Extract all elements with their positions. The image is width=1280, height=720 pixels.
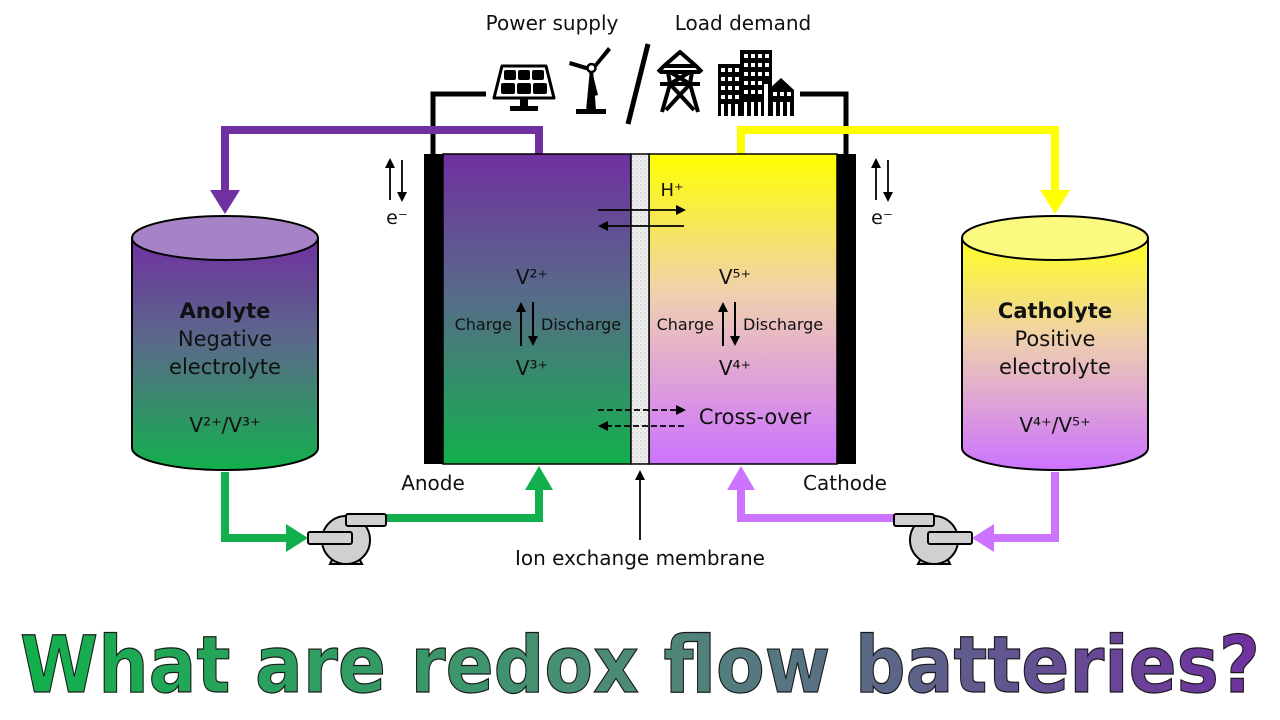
catholyte-return-pipe-to-pump bbox=[988, 472, 1059, 542]
power-pylon-icon bbox=[656, 50, 704, 113]
left-electron-label: e⁻ bbox=[386, 207, 408, 229]
membrane-label: Ion exchange membrane bbox=[515, 546, 765, 570]
anode-lower-species: V³⁺ bbox=[516, 356, 548, 380]
cathode-label: Cathode bbox=[803, 471, 887, 495]
cathode-upper-species: V⁵⁺ bbox=[719, 265, 751, 289]
power-supply-label: Power supply bbox=[486, 11, 619, 35]
anolyte-species: V²⁺/V³⁺ bbox=[189, 413, 260, 437]
load-demand-label: Load demand bbox=[675, 11, 811, 35]
proton-transfer-arrows bbox=[598, 205, 686, 231]
circuit-wire-left bbox=[430, 91, 486, 154]
anode-electrode bbox=[424, 154, 443, 464]
anode-charge-discharge-arrows bbox=[516, 302, 538, 346]
cathode-electrode bbox=[837, 154, 856, 464]
cathode-discharge-label: Discharge bbox=[743, 315, 823, 334]
anolyte-title: Anolyte bbox=[180, 299, 271, 323]
catholyte-return-pipe-to-cell bbox=[737, 484, 895, 522]
catholyte-outflow-arrowhead bbox=[1040, 190, 1070, 214]
anolyte-return-arrowhead-pump bbox=[286, 524, 308, 552]
circuit-wire-right bbox=[800, 91, 849, 154]
crossover-label: Cross-over bbox=[699, 405, 812, 429]
membrane-pointer-arrow bbox=[635, 470, 645, 540]
catholyte-pump-icon bbox=[893, 513, 973, 565]
headline-title: What are redox flow batteries? bbox=[20, 621, 1260, 711]
catholyte-outflow-pipe bbox=[737, 126, 1059, 196]
catholyte-return-arrowhead-pump bbox=[972, 524, 994, 552]
anode-label: Anode bbox=[401, 471, 465, 495]
proton-label: H⁺ bbox=[660, 180, 683, 201]
ion-exchange-membrane bbox=[630, 153, 650, 465]
anolyte-tank bbox=[131, 215, 319, 471]
cathode-charge-discharge-arrows bbox=[718, 302, 740, 346]
anolyte-return-pipe-to-cell bbox=[385, 484, 543, 522]
crossover-arrows bbox=[598, 405, 686, 431]
anode-discharge-label: Discharge bbox=[541, 315, 621, 334]
anolyte-return-pipe-to-pump bbox=[221, 472, 292, 542]
right-electron-flow-arrows bbox=[871, 158, 893, 202]
city-buildings-icon bbox=[718, 50, 794, 116]
anolyte-outflow-arrowhead bbox=[210, 190, 240, 214]
anolyte-line1: Negative bbox=[178, 327, 272, 351]
slash-separator bbox=[625, 43, 651, 125]
catholyte-line2: electrolyte bbox=[999, 355, 1111, 379]
right-electron-label: e⁻ bbox=[871, 207, 893, 229]
left-electron-flow-arrows bbox=[385, 158, 407, 202]
solar-panel-icon bbox=[492, 64, 556, 111]
catholyte-return-arrowhead-cell bbox=[727, 466, 755, 490]
catholyte-species: V⁴⁺/V⁵⁺ bbox=[1019, 413, 1090, 437]
catholyte-title: Catholyte bbox=[998, 299, 1112, 323]
catholyte-line1: Positive bbox=[1015, 327, 1096, 351]
cathode-charge-label: Charge bbox=[657, 315, 714, 334]
cathode-lower-species: V⁴⁺ bbox=[719, 356, 751, 380]
anolyte-outflow-pipe bbox=[221, 126, 543, 196]
anolyte-pump-icon bbox=[307, 513, 387, 565]
anode-half-cell bbox=[442, 153, 632, 465]
anolyte-line2: electrolyte bbox=[169, 355, 281, 379]
anode-charge-label: Charge bbox=[455, 315, 512, 334]
catholyte-tank bbox=[961, 215, 1149, 471]
anode-upper-species: V²⁺ bbox=[516, 265, 548, 289]
wind-turbine-icon bbox=[569, 47, 611, 114]
anolyte-return-arrowhead-cell bbox=[525, 466, 553, 490]
